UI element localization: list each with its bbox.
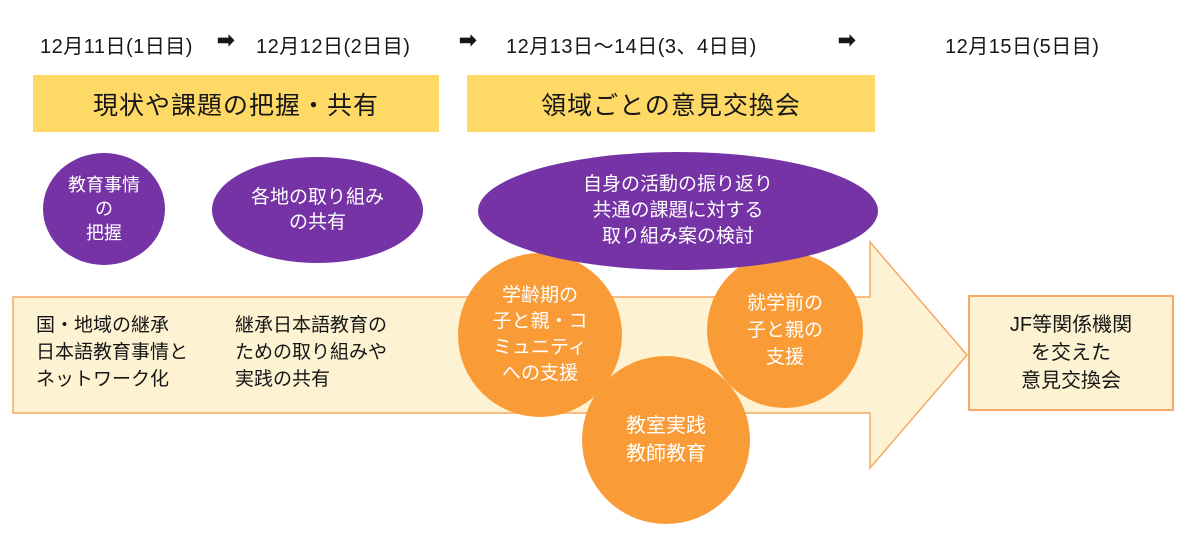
- ellipse-regional-efforts: 各地の取り組み の共有: [212, 157, 423, 263]
- date-day2: 12月12日(2日目): [256, 36, 411, 58]
- circle-label: 教室実践 教師教育: [626, 415, 706, 465]
- right-arrow-icon: ➡: [838, 29, 856, 52]
- date-day5: 12月15日(5日目): [945, 36, 1100, 58]
- phase-header-label: 領域ごとの意見交換会: [541, 91, 801, 120]
- circle-classroom-teacher-education: 教室実践 教師教育: [582, 356, 750, 524]
- phase-header-grasp-share: 現状や課題の把握・共有: [33, 75, 439, 132]
- ellipse-label: 自身の活動の振り返り 共通の課題に対する 取り組み案の検討: [582, 174, 773, 247]
- circle-school-age-support: 学齢期の 子と親・コ ミュニティ への支援: [458, 253, 622, 417]
- phase-header-label: 現状や課題の把握・共有: [92, 91, 379, 120]
- ellipse-label: 教育事情 の 把握: [68, 175, 140, 243]
- circle-label: 就学前の 子と親の 支援: [746, 292, 823, 368]
- band-text-practice-share: 継承日本語教育の ための取り組みや 実践の共有: [235, 315, 388, 390]
- date-day3-4: 12月13日～14日(3、4日目): [506, 36, 757, 58]
- date-day1: 12月11日(1日目): [40, 36, 193, 58]
- final-exchange-box: JF等関係機関 を交えた 意見交換会: [968, 295, 1174, 411]
- band-text-network: 国・地域の継承 日本語教育事情と ネットワーク化: [36, 315, 189, 390]
- circle-preschool-support: 就学前の 子と親の 支援: [707, 252, 863, 408]
- ellipse-reflection-discussion: 自身の活動の振り返り 共通の課題に対する 取り組み案の検討: [478, 152, 878, 270]
- ellipse-label: 各地の取り組み の共有: [250, 187, 384, 233]
- ellipse-education-situation: 教育事情 の 把握: [43, 153, 165, 265]
- right-arrow-icon: ➡: [217, 29, 235, 52]
- phase-header-domain-exchange: 領域ごとの意見交換会: [467, 75, 875, 132]
- right-arrow-icon: ➡: [459, 29, 477, 52]
- circle-label: 学齢期の 子と親・コ ミュニティ への支援: [492, 285, 588, 384]
- final-box-label: JF等関係機関 を交えた 意見交換会: [1009, 314, 1133, 392]
